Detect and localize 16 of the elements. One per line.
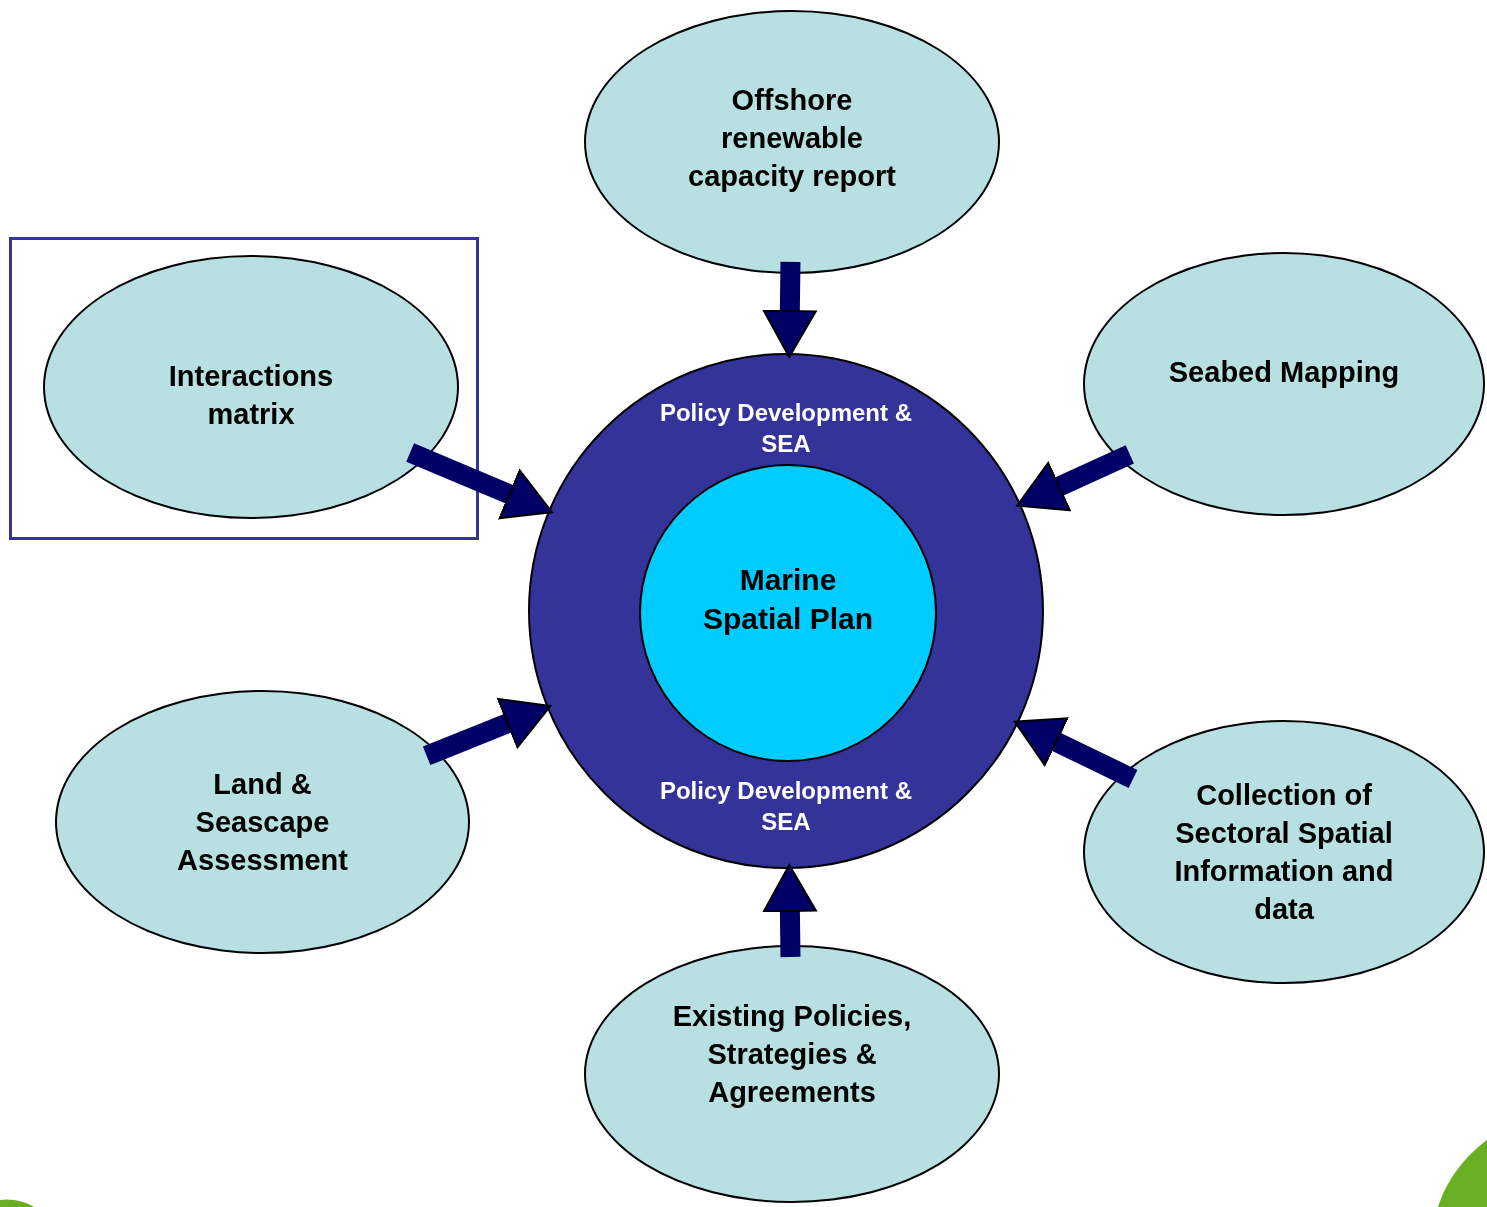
node-label: Land & Seascape Assessment [176, 767, 349, 878]
node-label: Existing Policies, Strategies & Agreements [671, 999, 913, 1110]
node-label: Seabed Mapping [1167, 355, 1401, 390]
block-arrow [1013, 717, 1138, 788]
block-arrow [422, 698, 552, 766]
node-label: Collection of Sectoral Spatial Information and data [1173, 778, 1395, 927]
highlight-frame [9, 237, 479, 540]
block-arrow [406, 443, 553, 520]
ring-label: Policy Development & SEA [658, 776, 914, 837]
block-arrow [762, 864, 817, 958]
block-arrow [762, 261, 817, 358]
block-arrow [1016, 445, 1134, 512]
node-label: Offshore renewable capacity report [687, 83, 897, 194]
node-label: Marine Spatial Plan [701, 562, 875, 637]
node-label: Interactions matrix [167, 359, 335, 432]
ring-label: Policy Development & SEA [658, 398, 914, 459]
